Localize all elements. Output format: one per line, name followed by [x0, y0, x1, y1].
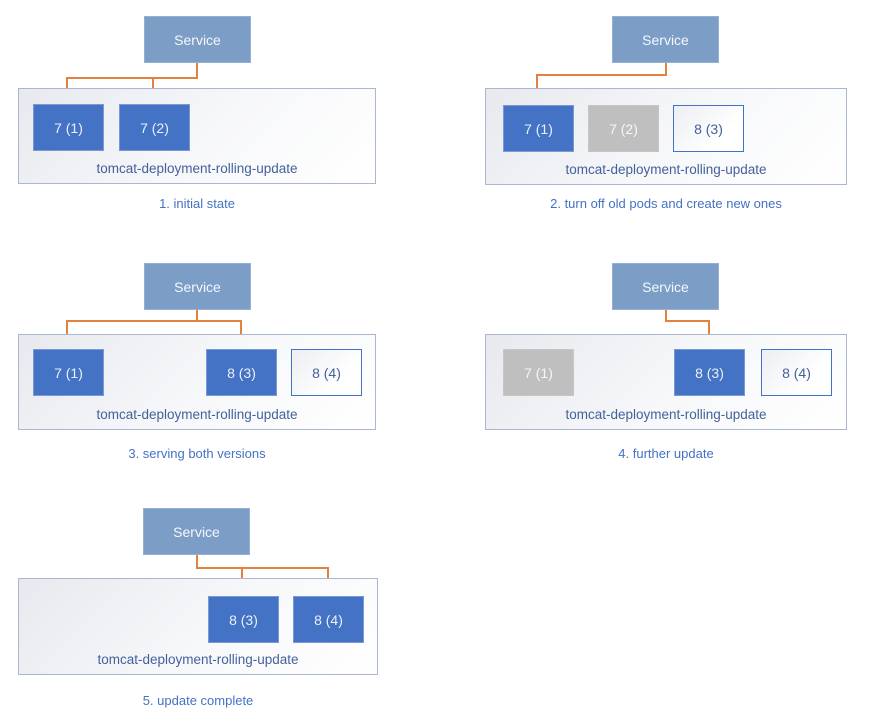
service-arrow-segment: [196, 555, 198, 569]
service-box: Service: [144, 16, 251, 63]
pod: 8 (4): [293, 596, 364, 643]
service-box: Service: [612, 263, 719, 310]
service-arrow-segment: [196, 567, 329, 569]
deployment-label: tomcat-deployment-rolling-update: [96, 161, 298, 176]
pod: 8 (3): [674, 349, 745, 396]
pod: 7 (1): [33, 349, 104, 396]
service-arrow-segment: [536, 74, 538, 95]
panel-caption: 5. update complete: [142, 693, 254, 708]
pod: 8 (3): [673, 105, 744, 152]
service-arrow-segment: [66, 320, 68, 338]
service-arrow-segment: [196, 63, 198, 79]
pod: 8 (3): [208, 596, 279, 643]
service-arrow-segment: [665, 320, 710, 322]
deployment-label: tomcat-deployment-rolling-update: [565, 162, 767, 177]
deployment-label: tomcat-deployment-rolling-update: [96, 407, 298, 422]
deployment-box: 7 (1) 7 (2) 8 (3) tomcat-deployment-roll…: [485, 88, 847, 185]
service-arrow-segment: [241, 567, 243, 585]
panel-caption: 2. turn off old pods and create new ones: [550, 196, 782, 211]
pod: 8 (3): [206, 349, 277, 396]
service-arrow-segment: [66, 320, 242, 322]
service-arrow-segment: [665, 310, 667, 322]
pod: 8 (4): [291, 349, 362, 396]
service-arrow-segment: [196, 310, 198, 322]
pod: 8 (4): [761, 349, 832, 396]
service-arrow-segment: [152, 77, 154, 94]
pod: 7 (1): [503, 105, 574, 152]
service-arrow-segment: [240, 320, 242, 338]
panel-caption: 3. serving both versions: [128, 446, 266, 461]
service-arrow-segment: [536, 74, 667, 76]
deployment-box: 8 (3) 8 (4) tomcat-deployment-rolling-up…: [18, 578, 378, 675]
pod: 7 (2): [588, 105, 659, 152]
service-arrow-segment: [708, 320, 710, 338]
panel-caption: 1. initial state: [159, 196, 235, 211]
deployment-box: 7 (1) 8 (3) 8 (4) tomcat-deployment-roll…: [18, 334, 376, 430]
deployment-box: 7 (1) 7 (2) tomcat-deployment-rolling-up…: [18, 88, 376, 184]
service-box: Service: [144, 263, 251, 310]
pod: 7 (1): [33, 104, 104, 151]
panel-step-3: Service 7 (1) 8 (3) 8 (4) tomcat-deploym…: [0, 240, 435, 480]
service-arrow-segment: [66, 77, 68, 94]
service-arrow-segment: [66, 77, 198, 79]
service-box: Service: [612, 16, 719, 63]
panel-step-5: Service 8 (3) 8 (4) tomcat-deployment-ro…: [0, 480, 435, 720]
deployment-label: tomcat-deployment-rolling-update: [97, 652, 299, 667]
service-arrow-segment: [665, 63, 667, 76]
panel-step-2: Service 7 (1) 7 (2) 8 (3) tomcat-deploym…: [435, 0, 870, 240]
service-box: Service: [143, 508, 250, 555]
deployment-box: 7 (1) 8 (3) 8 (4) tomcat-deployment-roll…: [485, 334, 847, 430]
panel-step-4: Service 7 (1) 8 (3) 8 (4) tomcat-deploym…: [435, 240, 870, 480]
pod: 7 (2): [119, 104, 190, 151]
panel-step-1: Service 7 (1) 7 (2) tomcat-deployment-ro…: [0, 0, 435, 240]
pod: 7 (1): [503, 349, 574, 396]
service-arrow-segment: [327, 567, 329, 585]
deployment-label: tomcat-deployment-rolling-update: [565, 407, 767, 422]
panel-caption: 4. further update: [618, 446, 714, 461]
